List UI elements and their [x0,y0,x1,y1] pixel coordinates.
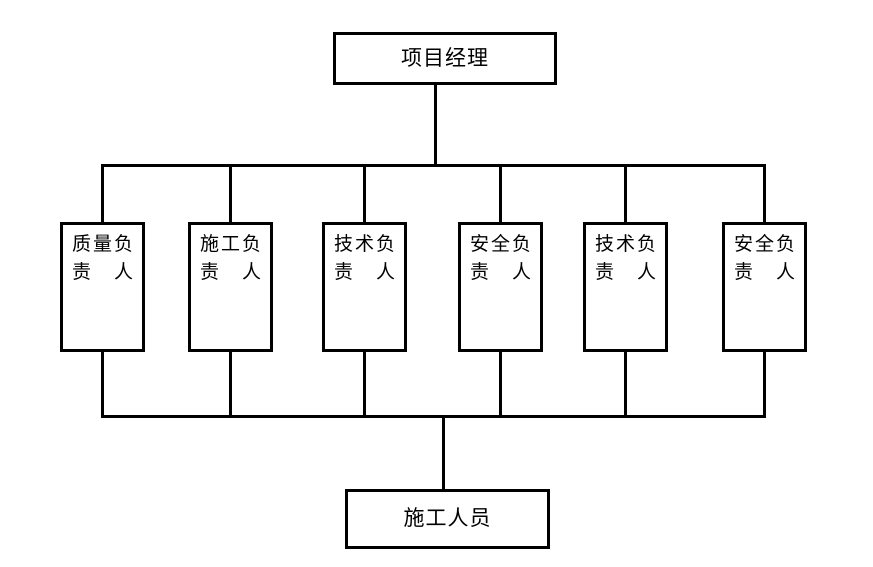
node-safety-manager-1-label: 安全负责人 [470,233,531,283]
node-safety-manager-2-label: 安全负责人 [734,233,795,283]
node-project-manager-label: 项目经理 [401,45,489,70]
node-construction-manager-label: 施工负责人 [200,233,261,283]
connector-node-3-to-bus [363,352,366,418]
connector-bus-to-node-6 [763,164,766,222]
node-construction-manager[interactable]: 施工负责人 [188,222,273,352]
bus-upper [101,164,766,167]
node-quality-manager[interactable]: 质量负责人 [60,222,145,352]
node-construction-personnel-label: 施工人员 [403,506,492,531]
connector-node-6-to-bus [763,352,766,418]
connector-bus-to-node-5 [624,164,627,222]
connector-bus-to-node-4 [499,164,502,222]
connector-node-5-to-bus [624,352,627,418]
node-safety-manager-2[interactable]: 安全负责人 [722,222,807,352]
node-project-manager[interactable]: 项目经理 [333,32,557,85]
connector-node-2-to-bus [229,352,232,418]
node-construction-personnel[interactable]: 施工人员 [345,489,550,549]
node-technical-manager-2[interactable]: 技术负责人 [583,222,668,352]
connector-node-4-to-bus [499,352,502,418]
bus-lower [101,415,766,418]
node-technical-manager-2-label: 技术负责人 [595,233,656,283]
connector-bus-to-node-2 [229,164,232,222]
node-technical-manager-1[interactable]: 技术负责人 [322,222,407,352]
connector-bus-to-node-3 [363,164,366,222]
node-technical-manager-1-label: 技术负责人 [334,233,395,283]
node-safety-manager-1[interactable]: 安全负责人 [458,222,543,352]
connector-bus-to-bottom [442,415,445,490]
connector-top-to-bus [434,85,437,167]
node-quality-manager-label: 质量负责人 [72,233,133,283]
connector-bus-to-node-1 [101,164,104,222]
connector-node-1-to-bus [101,352,104,418]
